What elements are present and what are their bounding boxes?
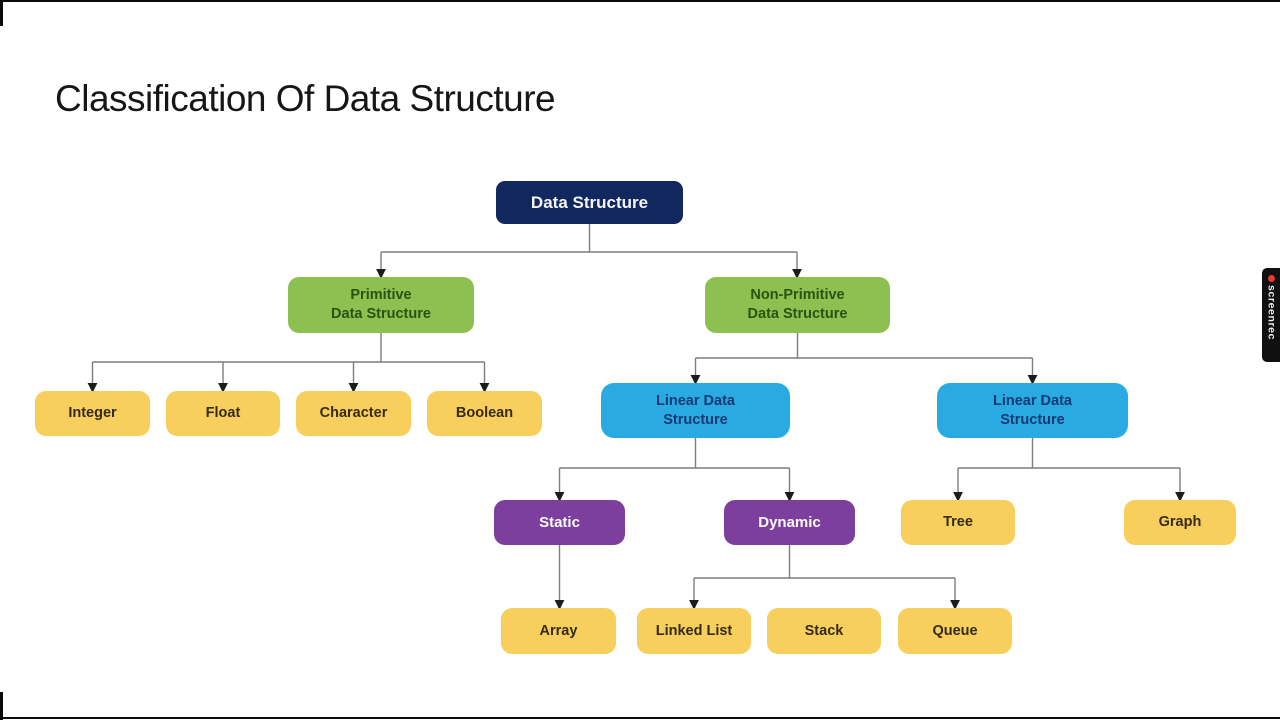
node-label-line1: Primitive — [350, 287, 412, 304]
node-label-line1: Non-Primitive — [750, 287, 845, 304]
left-edge-sliver-bottom — [0, 692, 3, 720]
node-label-line2: Data Structure — [331, 306, 431, 322]
node-dynamic: Dynamic — [724, 500, 855, 545]
top-border — [0, 0, 1280, 2]
node-linear-data-structure-left: Linear Data Structure — [601, 383, 790, 438]
watermark-label: screenrec — [1265, 285, 1278, 341]
node-float: Float — [166, 391, 280, 436]
node-label: Tree — [943, 514, 973, 531]
node-linear-data-structure-right: Linear Data Structure — [937, 383, 1128, 438]
node-array: Array — [501, 608, 616, 654]
node-data-structure: Data Structure — [496, 181, 683, 224]
node-label: Data Structure — [530, 192, 649, 212]
node-label-line1: Linear Data — [656, 392, 735, 409]
node-graph: Graph — [1124, 500, 1236, 545]
node-label: Character — [319, 405, 388, 422]
node-linked-list: Linked List — [637, 608, 751, 654]
node-tree: Tree — [901, 500, 1015, 545]
node-label-line2: Structure — [663, 411, 728, 428]
node-label: Float — [205, 405, 241, 422]
node-character: Character — [296, 391, 411, 436]
bottom-border — [0, 717, 1280, 719]
node-label: Array — [539, 622, 578, 639]
node-queue: Queue — [898, 608, 1012, 654]
node-boolean: Boolean — [427, 391, 542, 436]
node-label: Integer — [68, 405, 117, 422]
node-label-line2: Structure — [1000, 411, 1065, 428]
node-label: Stack — [804, 622, 844, 639]
node-label: Linked List — [655, 622, 733, 639]
left-edge-sliver-top — [0, 0, 3, 26]
page-title: Classification Of Data Structure — [55, 78, 556, 119]
node-label: Boolean — [455, 405, 514, 422]
node-stack: Stack — [767, 608, 881, 654]
node-label: Queue — [932, 622, 978, 639]
node-static: Static — [494, 500, 625, 545]
node-label: Static — [539, 513, 580, 531]
node-label: Dynamic — [758, 513, 821, 531]
node-primitive-data-structure: Primitive Data Structure — [288, 277, 474, 333]
node-label-line2: Data Structure — [747, 306, 848, 322]
node-label: Graph — [1158, 514, 1202, 531]
node-non-primitive-data-structure: Non-Primitive Data Structure — [705, 277, 890, 333]
node-integer: Integer — [35, 391, 150, 436]
node-label-line1: Linear Data — [993, 392, 1072, 409]
record-dot-icon — [1267, 275, 1275, 282]
screenrec-watermark: screenrec — [1262, 268, 1280, 362]
